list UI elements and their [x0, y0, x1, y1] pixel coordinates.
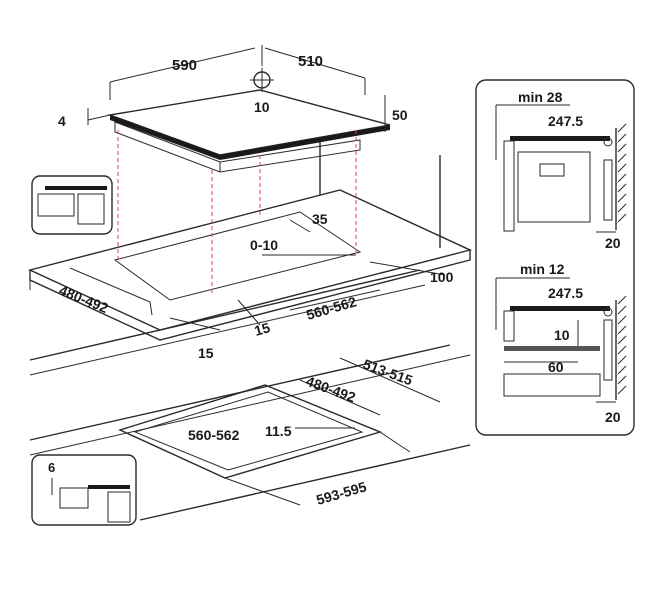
depth-range-label: 480-492	[57, 282, 111, 316]
inset-cross-section-top	[31, 175, 113, 235]
cutout-inner	[133, 391, 364, 471]
width-label: 590	[172, 57, 197, 74]
bottom-depth-label: 247.5	[548, 285, 583, 301]
side-a-label: 15	[198, 345, 214, 361]
top-min-label: min 28	[518, 89, 563, 105]
flush-install-view: 513-515 480-492 560-562 11.5 593-595	[29, 344, 471, 521]
edge-front-label: 100	[430, 269, 454, 285]
inner-depth-label: 480-492	[304, 373, 358, 406]
bottom-gap-label: 10	[554, 327, 570, 343]
inner-width-label: 560-562	[188, 427, 240, 443]
thickness-label: 4	[58, 113, 66, 129]
top-depth-label: 247.5	[548, 113, 583, 129]
inset-cross-section-bottom: 6	[31, 454, 137, 526]
hole-label: 10	[254, 99, 270, 115]
width-dim-line	[109, 47, 256, 83]
width-range-label: 560-562	[304, 293, 358, 323]
step-label: 11.5	[265, 423, 292, 439]
hob-top	[107, 89, 391, 156]
cutout-outline	[113, 211, 362, 301]
outer-width-label: 593-595	[314, 478, 368, 508]
countertop-edge	[29, 250, 471, 341]
bottom-wall-label: 20	[605, 409, 621, 425]
hob-cutout-view: 590 510 10 4 50 35 0-10 100 480-492 15 1…	[27, 45, 473, 376]
depth-dim-line	[264, 47, 366, 79]
hob-top-edge	[110, 115, 390, 160]
edge-back-label: 35	[312, 211, 328, 227]
recess-label: 6	[48, 460, 55, 475]
lower-shelf-line	[29, 269, 421, 361]
height-label: 50	[392, 107, 408, 123]
side-b-label: 15	[252, 319, 272, 339]
side-section-panel: min 28 247.5 20 min 12 247.5 10 60	[475, 79, 635, 436]
outer-depth-label: 513-515	[361, 356, 415, 389]
top-wall-label: 20	[605, 235, 621, 251]
depth-label: 510	[298, 53, 323, 70]
bottom-shelf-label: 60	[548, 359, 564, 375]
tolerance-label: 0-10	[250, 237, 278, 253]
bottom-min-label: min 12	[520, 261, 565, 277]
